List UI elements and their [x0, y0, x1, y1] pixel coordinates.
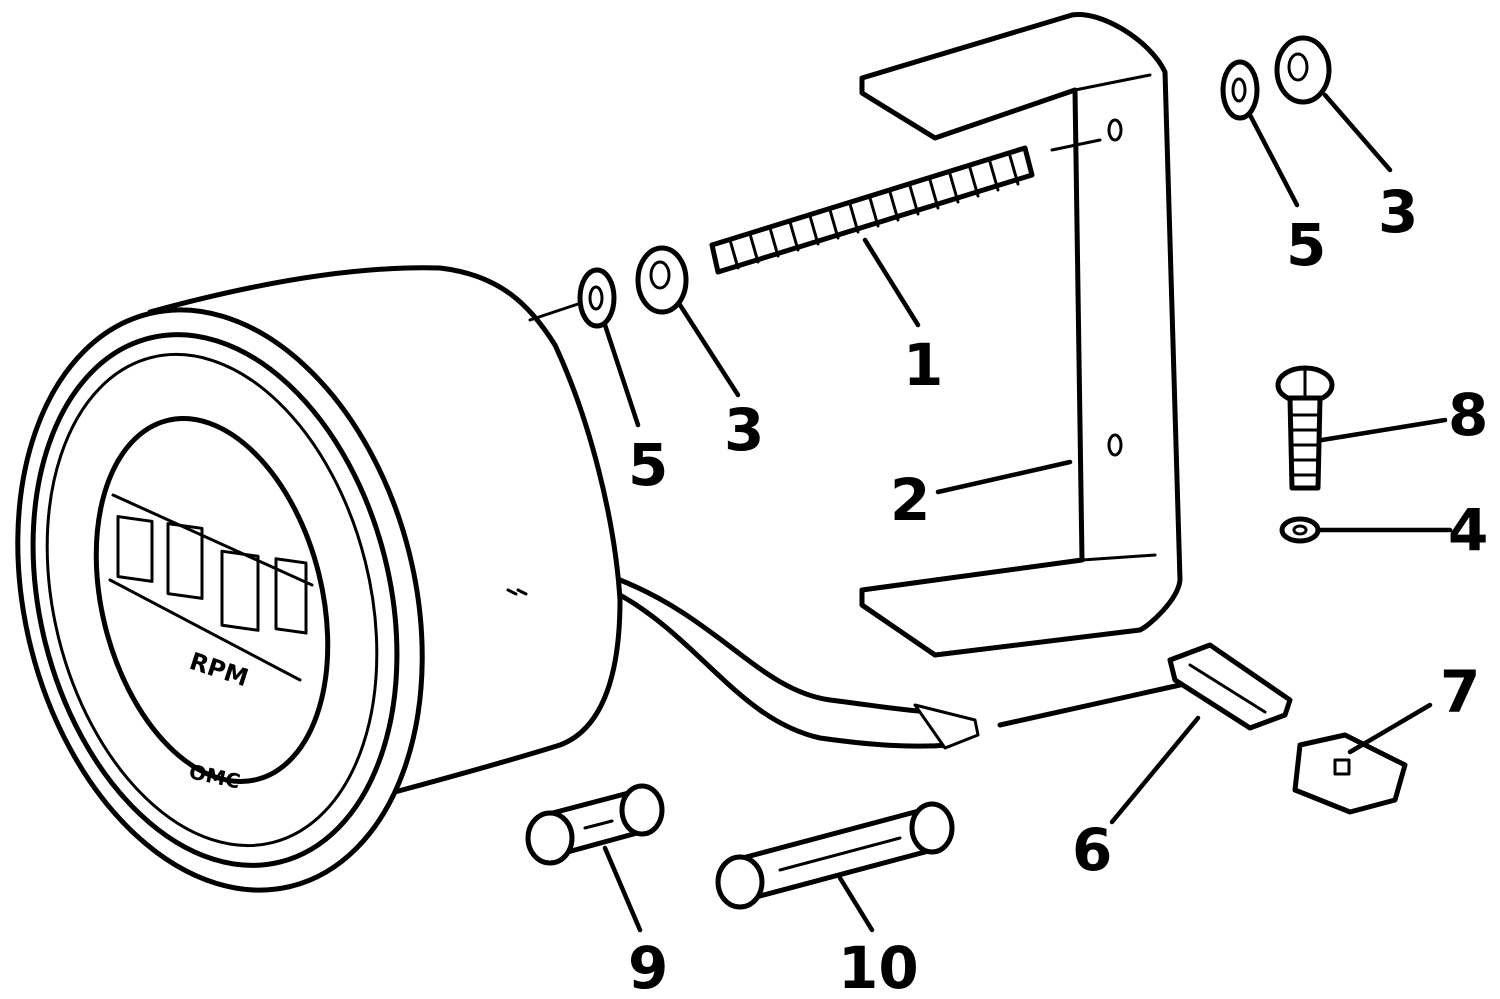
display-digit-1 [116, 515, 154, 583]
display-band-top [111, 493, 314, 587]
leader-7 [1347, 702, 1433, 755]
connector-detail [1188, 663, 1267, 714]
digital-display [116, 515, 308, 635]
screw-threads [1290, 413, 1320, 477]
washer-small-hole [1292, 524, 1308, 536]
bracket-shape [859, 11, 1183, 658]
wire-bottom [617, 592, 953, 749]
leader-3b [1322, 92, 1393, 173]
fuse-short-cap-left [525, 810, 575, 866]
callout-5-right: 5 [1286, 211, 1326, 279]
fuse-long-filament [778, 836, 902, 872]
part-10-fuse-long [715, 801, 955, 910]
leader-5a [602, 322, 641, 428]
part-3-nut-left [635, 245, 689, 315]
tachometer-gauge: RPM OMC [15, 265, 623, 893]
washer-small-body [1279, 516, 1321, 544]
gauge-body-edge [528, 302, 580, 322]
leader-2 [935, 459, 1073, 495]
part-5-washer-left [577, 267, 617, 329]
part-2-bracket [859, 11, 1183, 658]
wire-harness [617, 577, 1183, 750]
part-3-nut-right [1274, 35, 1332, 105]
callout-3-left: 3 [724, 396, 764, 464]
callout-7: 7 [1440, 658, 1480, 726]
fuse-short-filament [583, 819, 614, 830]
leader-rod-to-bracket [1050, 138, 1102, 152]
bracket-hole-top [1107, 118, 1123, 142]
callout-numbers: 1 2 3 3 4 5 5 6 7 8 9 10 [628, 178, 1488, 999]
part-9-fuse-short [525, 783, 665, 866]
display-digit-3 [220, 549, 260, 632]
callout-8: 8 [1448, 381, 1488, 449]
callout-5-left: 5 [628, 431, 668, 499]
gauge-mark [506, 588, 528, 596]
leader-6 [1109, 715, 1201, 825]
clip-slot [1333, 758, 1351, 776]
callout-1: 1 [903, 331, 943, 399]
part-8-screw [1275, 365, 1335, 491]
rod-threads [728, 154, 1020, 270]
wire-top [617, 577, 933, 715]
washer-right-hole [1231, 77, 1247, 103]
fuse-long-cap-right [909, 801, 955, 855]
connector-body [1167, 642, 1293, 731]
nut-left-body [635, 245, 689, 315]
part-5-washer-right [1220, 59, 1260, 121]
connector-lead [997, 682, 1183, 728]
fuse-long-cap-left [715, 854, 765, 910]
nut-right-hole [1287, 52, 1309, 82]
washer-right-body [1220, 59, 1260, 121]
callout-3-right: 3 [1378, 178, 1418, 246]
leader-lines [602, 92, 1453, 933]
part-4-washer [1279, 516, 1321, 544]
part-7-clip [1292, 732, 1408, 815]
bracket-hole-bottom [1107, 433, 1123, 457]
leader-9 [602, 845, 643, 933]
leader-3a [677, 302, 741, 398]
callout-10: 10 [838, 934, 919, 999]
callout-6: 6 [1072, 816, 1112, 884]
fuse-short-cap-right [619, 783, 665, 837]
leader-10 [837, 875, 875, 933]
washer-left-body [577, 267, 617, 329]
nut-right-body [1274, 35, 1332, 105]
display-digit-2 [166, 522, 204, 600]
nut-left-hole [649, 260, 671, 290]
leader-5b [1247, 112, 1300, 208]
part-6-connector [1167, 642, 1293, 731]
leader-1 [862, 237, 921, 328]
callout-4: 4 [1448, 496, 1488, 564]
part-1-threaded-rod [709, 145, 1035, 275]
screw-shank [1287, 395, 1323, 491]
leader-8 [1319, 417, 1448, 443]
callout-2: 2 [890, 466, 930, 534]
display-digit-4 [274, 557, 308, 635]
gauge-dial-face [93, 416, 331, 784]
display-band-bottom [108, 578, 302, 682]
gauge-bezel-inner [45, 352, 379, 848]
washer-left-hole [588, 285, 604, 311]
bracket-inner-edges [1073, 73, 1157, 562]
callout-9: 9 [628, 934, 668, 999]
wire-terminal [913, 703, 980, 750]
